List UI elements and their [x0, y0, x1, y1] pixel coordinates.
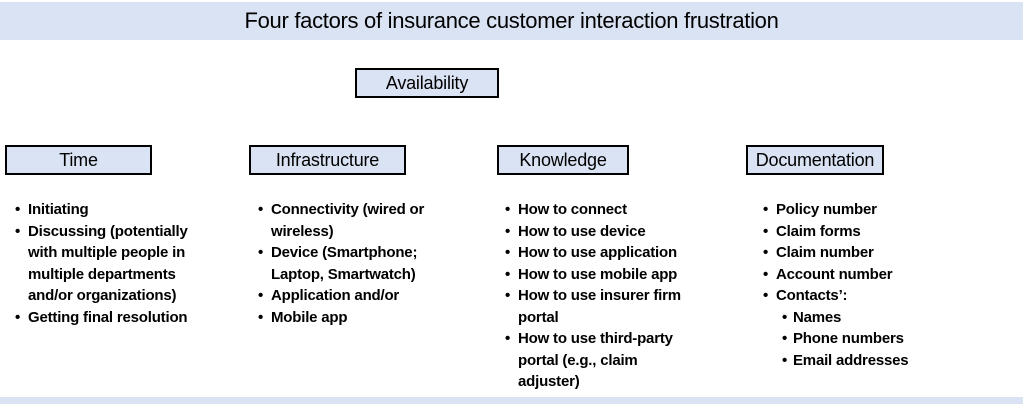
bullet-line: Policy number: [776, 201, 877, 218]
list-item-documentation-2: • Claim number: [762, 242, 937, 264]
bullet-icon: •: [258, 308, 264, 326]
bullet-line: portal (e.g., claim: [518, 351, 638, 369]
bullet-line: How to connect: [518, 201, 627, 218]
list-item-knowledge-2: • How to use application: [504, 242, 699, 264]
list-item-time-1: • Discussing (potentially with multiple pe…: [14, 221, 229, 307]
bullet-icon: •: [782, 330, 788, 347]
bullet-icon: •: [505, 222, 511, 240]
bullet-line: Contacts’:: [776, 287, 848, 304]
bullet-line: portal: [518, 308, 559, 326]
list-item-time-0: • Initiating: [14, 199, 229, 221]
bullet-line: and/or organizations): [28, 287, 177, 304]
list-item-knowledge-0: • How to connect: [504, 199, 699, 221]
bullet-line: with multiple people in: [28, 244, 186, 261]
bullet-line: Claim number: [776, 244, 874, 261]
list-item-documentation-3: • Account number: [762, 264, 937, 286]
bullet-icon: •: [15, 308, 21, 326]
factor-list-infrastructure: • Connectivity (wired or wireless) • Device …: [257, 199, 457, 328]
bullet-line: Account number: [776, 265, 893, 283]
list-item-knowledge-4: • How to use insurer firm portal: [504, 285, 699, 328]
bullet-line: Connectivity (wired or: [271, 201, 425, 218]
bullet-line: Application and/or: [271, 287, 400, 304]
list-item-time-2: • Getting final resolution: [14, 307, 229, 329]
factor-label-time: Time: [59, 149, 98, 170]
availability-label: Availability: [385, 72, 469, 93]
factor-label-knowledge: Knowledge: [519, 149, 607, 170]
sub-list-item-documentation-2: • Email addresses: [782, 350, 937, 372]
list-item-documentation-1: • Claim forms: [762, 221, 937, 243]
bullet-icon: •: [505, 201, 511, 218]
list-item-knowledge-3: • How to use mobile app: [504, 264, 699, 286]
factor-label-infrastructure: Infrastructure: [275, 149, 380, 170]
sub-list-item-documentation-0: • Names: [782, 307, 937, 329]
bullet-icon: •: [763, 287, 769, 304]
bullet-line: wireless): [271, 222, 334, 240]
bullet-icon: •: [782, 351, 788, 369]
bullet-icon: •: [258, 201, 264, 218]
bullet-icon: •: [505, 244, 511, 261]
factor-list-documentation: •Policy number•Claim forms•Claim number•…: [762, 199, 937, 371]
diagram-title: Four factors of insurance customer inter…: [244, 8, 779, 33]
bullet-line: Discussing (potentially: [28, 222, 188, 240]
bullet-line: Claim forms: [776, 222, 861, 240]
title-banner: Four factors of insurance customer inter…: [0, 2, 1023, 40]
factor-list-knowledge: • How to connect • How to use device • How to…: [504, 199, 699, 393]
bullet-icon: •: [782, 308, 788, 326]
bullet-icon: •: [258, 244, 264, 261]
bullet-icon: •: [15, 222, 21, 240]
bullet-line: Names: [793, 308, 842, 326]
bullet-icon: •: [763, 201, 769, 218]
list-item-knowledge-1: • How to use device: [504, 221, 699, 243]
bullet-icon: •: [763, 222, 769, 240]
bullet-line: Mobile app: [271, 308, 348, 326]
bullet-icon: •: [763, 265, 769, 283]
bullet-icon: •: [15, 201, 21, 218]
factor-box-time: Time: [5, 145, 152, 175]
factor-box-infrastructure: Infrastructure: [249, 145, 406, 175]
bullet-line: How to use third-party: [518, 330, 673, 347]
bullet-line: Phone numbers: [793, 330, 904, 347]
bullet-line: Getting final resolution: [28, 308, 188, 326]
list-item-infrastructure-2: • Application and/or: [257, 285, 457, 307]
bullet-icon: •: [258, 287, 264, 304]
bullet-line: multiple departments: [28, 265, 176, 283]
factor-label-documentation: Documentation: [755, 149, 875, 170]
bullet-icon: •: [763, 244, 769, 261]
bullet-icon: •: [505, 330, 511, 347]
list-item-documentation-4: • Contacts’: • Names • Phone numbers • Email ad…: [762, 285, 937, 371]
factor-box-knowledge: Knowledge: [497, 145, 629, 175]
sub-list-item-documentation-1: • Phone numbers: [782, 328, 937, 350]
sub-list-documentation: • Names • Phone numbers • Email addresses: [782, 307, 937, 372]
bullet-line: How to use mobile app: [518, 265, 678, 283]
bullet-line: Initiating: [28, 201, 89, 218]
bullet-line: How to use device: [518, 222, 646, 240]
bullet-line: How to use application: [518, 244, 677, 261]
list-item-infrastructure-3: • Mobile app: [257, 307, 457, 329]
bullet-icon: •: [505, 287, 511, 304]
bullet-line: Laptop, Smartwatch): [271, 265, 416, 283]
list-item-knowledge-5: • How to use third-party portal (e.g., cla…: [504, 328, 699, 393]
list-item-infrastructure-1: • Device (Smartphone; Laptop, Smartwatch): [257, 242, 457, 285]
bullet-line: Email addresses: [793, 351, 909, 369]
bottom-border-bar: [0, 397, 1023, 404]
bullet-line: How to use insurer firm: [518, 287, 681, 304]
list-item-infrastructure-0: • Connectivity (wired or wireless): [257, 199, 457, 242]
bullet-line: Device (Smartphone;: [271, 244, 418, 261]
list-item-documentation-0: • Policy number: [762, 199, 937, 221]
availability-box: Availability: [355, 68, 499, 98]
factor-box-documentation: Documentation: [746, 145, 884, 175]
bullet-line: adjuster): [518, 373, 580, 390]
factor-list-time: • Initiating • Discussing (potentially with …: [14, 199, 229, 328]
bullet-icon: •: [505, 265, 511, 283]
